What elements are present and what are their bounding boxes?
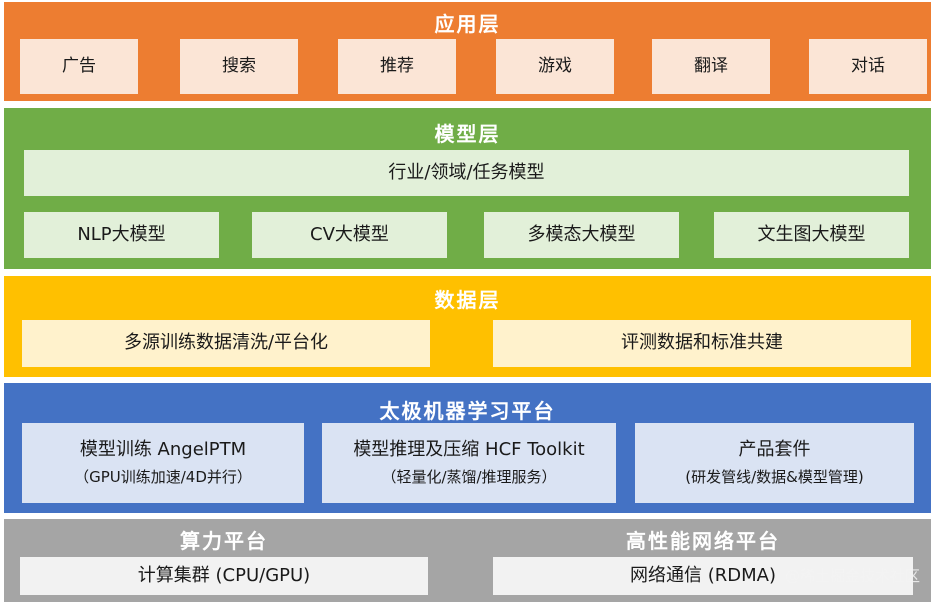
- network-platform-title: 高性能网络平台: [626, 529, 780, 553]
- platform-item-training: 模型训练 AngelPTM （GPU训练加速/4D并行）: [22, 423, 304, 503]
- data-item-cleaning: 多源训练数据清洗/平台化: [22, 320, 430, 367]
- platform-item-inference: 模型推理及压缩 HCF Toolkit （轻量化/蒸馏/推理服务）: [322, 423, 616, 503]
- training-subtitle: （GPU训练加速/4D并行）: [74, 467, 252, 486]
- model-layer-title: 模型层: [434, 122, 501, 146]
- app-item-recommend: 推荐: [338, 39, 456, 94]
- data-layer-title: 数据层: [434, 288, 501, 312]
- app-item-search: 搜索: [180, 39, 298, 94]
- training-title: 模型训练 AngelPTM: [79, 439, 247, 461]
- platform-item-product-suite: 产品套件 (研发管线/数据&模型管理): [635, 423, 914, 503]
- model-item-multimodal: 多模态大模型: [484, 212, 679, 258]
- network-communication-box: 网络通信 (RDMA): [493, 557, 913, 595]
- product-suite-subtitle: (研发管线/数据&模型管理): [685, 467, 864, 486]
- watermark: @稀土掘金技术社区: [784, 567, 920, 585]
- app-item-ads: 广告: [20, 39, 138, 94]
- data-layer: 数据层 多源训练数据清洗/平台化 评测数据和标准共建: [4, 276, 931, 377]
- app-item-games: 游戏: [496, 39, 614, 94]
- infrastructure-layer: 算力平台 高性能网络平台 计算集群 (CPU/GPU) 网络通信 (RDMA): [4, 519, 931, 602]
- industry-model-box: 行业/领域/任务模型: [24, 150, 909, 196]
- inference-title: 模型推理及压缩 HCF Toolkit: [353, 439, 585, 461]
- model-item-cv: CV大模型: [252, 212, 447, 258]
- data-item-evaluation: 评测数据和标准共建: [493, 320, 911, 367]
- inference-subtitle: （轻量化/蒸馏/推理服务）: [381, 467, 557, 486]
- model-layer: 模型层 行业/领域/任务模型 NLP大模型 CV大模型 多模态大模型 文生图大模…: [4, 108, 931, 269]
- product-suite-title: 产品套件: [738, 439, 811, 461]
- application-layer-title: 应用层: [434, 12, 501, 36]
- app-item-translate: 翻译: [652, 39, 770, 94]
- ml-platform-layer: 太极机器学习平台 模型训练 AngelPTM （GPU训练加速/4D并行） 模型…: [4, 383, 931, 513]
- model-item-nlp: NLP大模型: [24, 212, 219, 258]
- model-item-text-to-image: 文生图大模型: [714, 212, 909, 258]
- ml-platform-title: 太极机器学习平台: [379, 399, 556, 423]
- compute-cluster-box: 计算集群 (CPU/GPU): [20, 557, 428, 595]
- application-layer: 应用层 广告 搜索 推荐 游戏 翻译 对话: [4, 2, 931, 101]
- app-item-dialogue: 对话: [809, 39, 927, 94]
- compute-platform-title: 算力平台: [180, 529, 268, 553]
